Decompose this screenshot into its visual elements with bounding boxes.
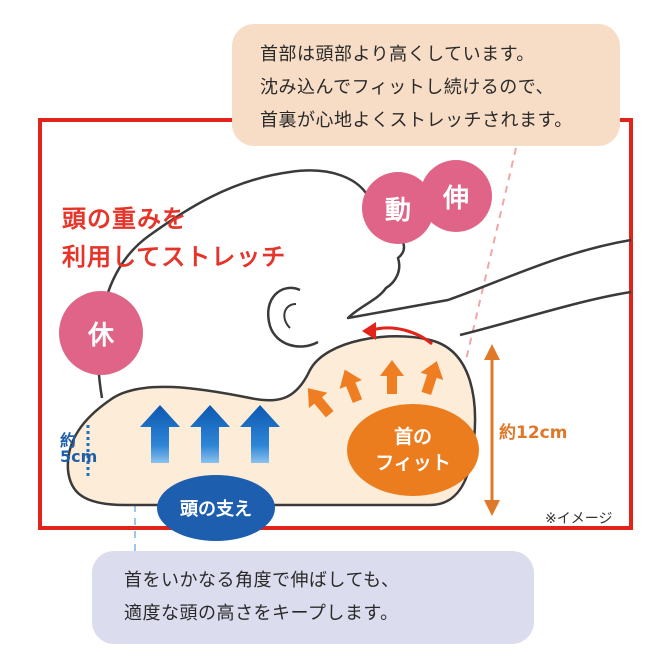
stretch-direction-arrow bbox=[371, 326, 433, 346]
blue-arrow bbox=[240, 405, 280, 463]
callout-line: 首部は頭部より高くしています。 bbox=[260, 44, 535, 65]
callout-line: 首をいかなる角度で伸ばしても、 bbox=[124, 570, 400, 591]
head-height-label-prefix: 約 bbox=[60, 431, 77, 450]
neck-fit-line1: 首の bbox=[393, 426, 432, 448]
neck-height-label: 約12cm bbox=[499, 423, 568, 443]
rest-circle-badge: 休 bbox=[59, 291, 143, 375]
neck-height-arrow bbox=[484, 344, 500, 516]
stretch-arrow-head bbox=[362, 322, 376, 340]
stretch-circle-badge: 伸 bbox=[420, 160, 492, 232]
callout-line: 首裏が心地よくストレッチされます。 bbox=[260, 110, 573, 131]
neck-fit-line2: フィット bbox=[375, 452, 451, 474]
shoulder-line bbox=[459, 290, 632, 337]
headline-line: 利用してストレッチ bbox=[62, 243, 287, 271]
orange-arrow bbox=[307, 388, 334, 418]
head-height-label-value: 5cm bbox=[60, 447, 98, 466]
ear-outline bbox=[267, 286, 319, 348]
blue-arrow bbox=[140, 405, 180, 463]
orange-arrow bbox=[339, 369, 363, 403]
callout-line: 適度な頭の高さをキープします。 bbox=[124, 603, 399, 624]
blue-arrow bbox=[190, 405, 230, 463]
orange-arrow bbox=[420, 361, 444, 395]
stretch-headline: 頭の重みを 利用してストレッチ bbox=[62, 200, 286, 276]
head-support-badge: 頭の支え bbox=[157, 475, 275, 541]
orange-arrow bbox=[380, 360, 404, 394]
head-height-callout: 首をいかなる角度で伸ばしても、 適度な頭の高さをキープします。 bbox=[92, 551, 534, 644]
neck-height-callout: 首部は頭部より高くしています。 沈み込んでフィットし続けるので、 首裏が心地よく… bbox=[232, 24, 620, 146]
head-support-arrows bbox=[140, 405, 280, 463]
neck-push-arrows bbox=[307, 360, 444, 418]
ear-inner bbox=[283, 303, 297, 329]
headline-line: 頭の重みを bbox=[62, 205, 187, 233]
image-note: ※イメージ bbox=[545, 511, 613, 527]
neck-dashed-line bbox=[465, 147, 517, 361]
callout-line: 沈み込んでフィットし続けるので、 bbox=[260, 77, 555, 98]
neck-fit-badge: 首の フィット bbox=[347, 404, 479, 496]
